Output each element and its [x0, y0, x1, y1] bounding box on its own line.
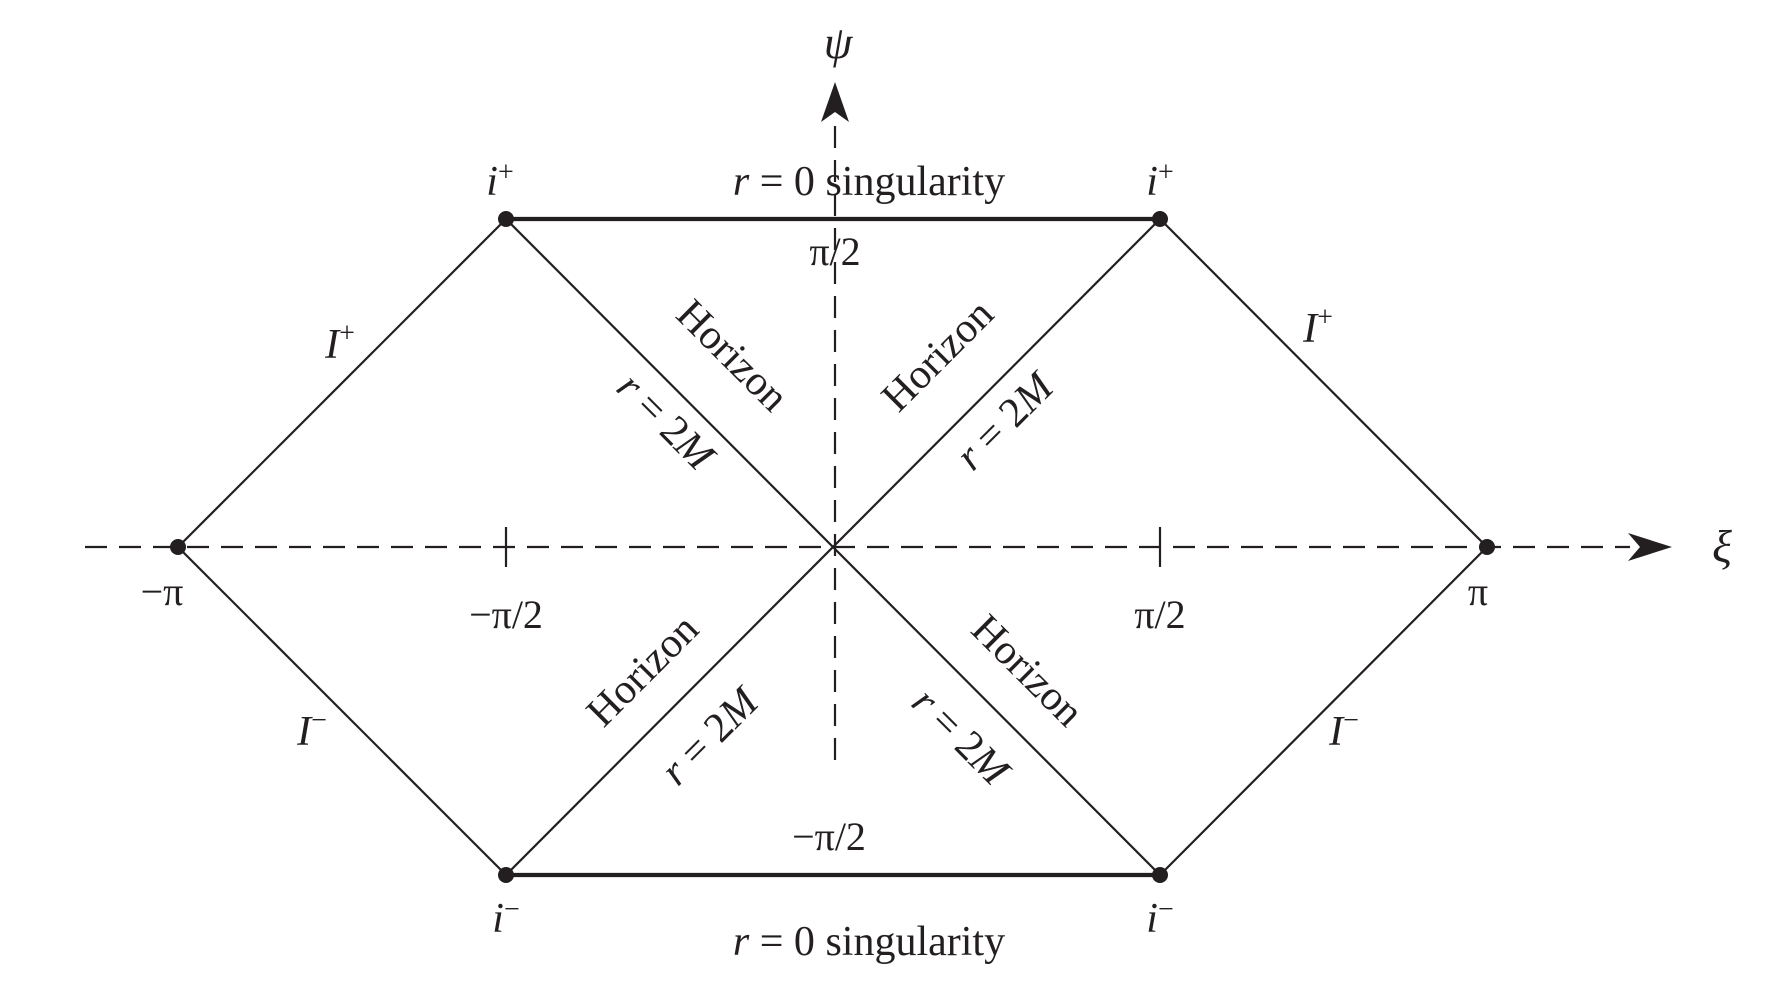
- vertices: [170, 211, 1495, 883]
- horizon-r-equals-2m: r = 2M: [608, 364, 725, 481]
- horizon-word: Horizon: [578, 606, 708, 736]
- horizon-r-equals-2m: r = 2M: [903, 679, 1020, 796]
- horizon-r2m-upper-right: r = 2M: [947, 363, 1064, 480]
- vertex-i-plus-right: [1152, 211, 1168, 227]
- horizon-label-lower-left: Horizon: [578, 606, 708, 736]
- horizon-r-equals-2m: r = 2M: [947, 363, 1064, 480]
- horizon-label-lower-right: Horizon: [962, 606, 1092, 736]
- vertex-i-minus-right: [1152, 867, 1168, 883]
- horizon-label-upper-right: Horizon: [873, 291, 1003, 421]
- i-plus-right-label: i+: [1146, 157, 1173, 205]
- i-plus-left-label: i+: [486, 157, 513, 205]
- vertex-spatial-infinity-left: [170, 539, 186, 555]
- axes: [85, 125, 1630, 760]
- psi-axis-label: ψ: [824, 17, 854, 68]
- scri-minus-left-edge: [177, 546, 507, 876]
- xi-axis-label: ξ: [1712, 521, 1732, 572]
- horizon-word: Horizon: [962, 606, 1092, 736]
- horizon-r2m-lower-left: r = 2M: [652, 678, 769, 795]
- scri-plus-right-edge: [1159, 218, 1488, 548]
- scri-minus-left-label: I−: [296, 705, 327, 755]
- tick-label-pi: π: [1468, 569, 1488, 614]
- tick-label-half-pi: π/2: [1134, 592, 1185, 637]
- scri-minus-right-edge: [1159, 546, 1488, 876]
- tick-marks: [504, 527, 1162, 567]
- xi-axis-arrowhead: [1628, 533, 1672, 561]
- horizon-word: Horizon: [873, 291, 1003, 421]
- vertex-i-minus-left: [498, 867, 514, 883]
- horizon-r2m-lower-right: r = 2M: [903, 679, 1020, 796]
- i-minus-right-label: i−: [1146, 894, 1173, 942]
- psi-tick-label-half-pi: π/2: [809, 229, 860, 274]
- scri-minus-right-label: I−: [1328, 705, 1359, 755]
- vertex-spatial-infinity-right: [1479, 539, 1495, 555]
- singularity-bottom-label: r = 0 singularity: [733, 919, 1005, 965]
- horizon-line-ascending: [505, 218, 1161, 876]
- scri-plus-right-label: I+: [1302, 302, 1333, 352]
- psi-axis-arrowhead: [821, 82, 849, 122]
- horizon-r2m-upper-left: r = 2M: [608, 364, 725, 481]
- singularity-top-label: r = 0 singularity: [733, 159, 1005, 205]
- singularity-lines: [506, 216, 1160, 878]
- psi-tick-label-minus-half-pi: −π/2: [792, 814, 866, 859]
- horizon-r-equals-2m: r = 2M: [652, 678, 769, 795]
- diagram-boundary: [177, 218, 1488, 876]
- tick-label-minus-half-pi: −π/2: [469, 592, 543, 637]
- i-minus-left-label: i−: [492, 894, 519, 942]
- scri-plus-left-edge: [177, 218, 507, 548]
- vertex-i-plus-left: [498, 211, 514, 227]
- scri-plus-left-label: I+: [324, 318, 355, 368]
- tick-label-minus-pi: −π: [141, 569, 184, 614]
